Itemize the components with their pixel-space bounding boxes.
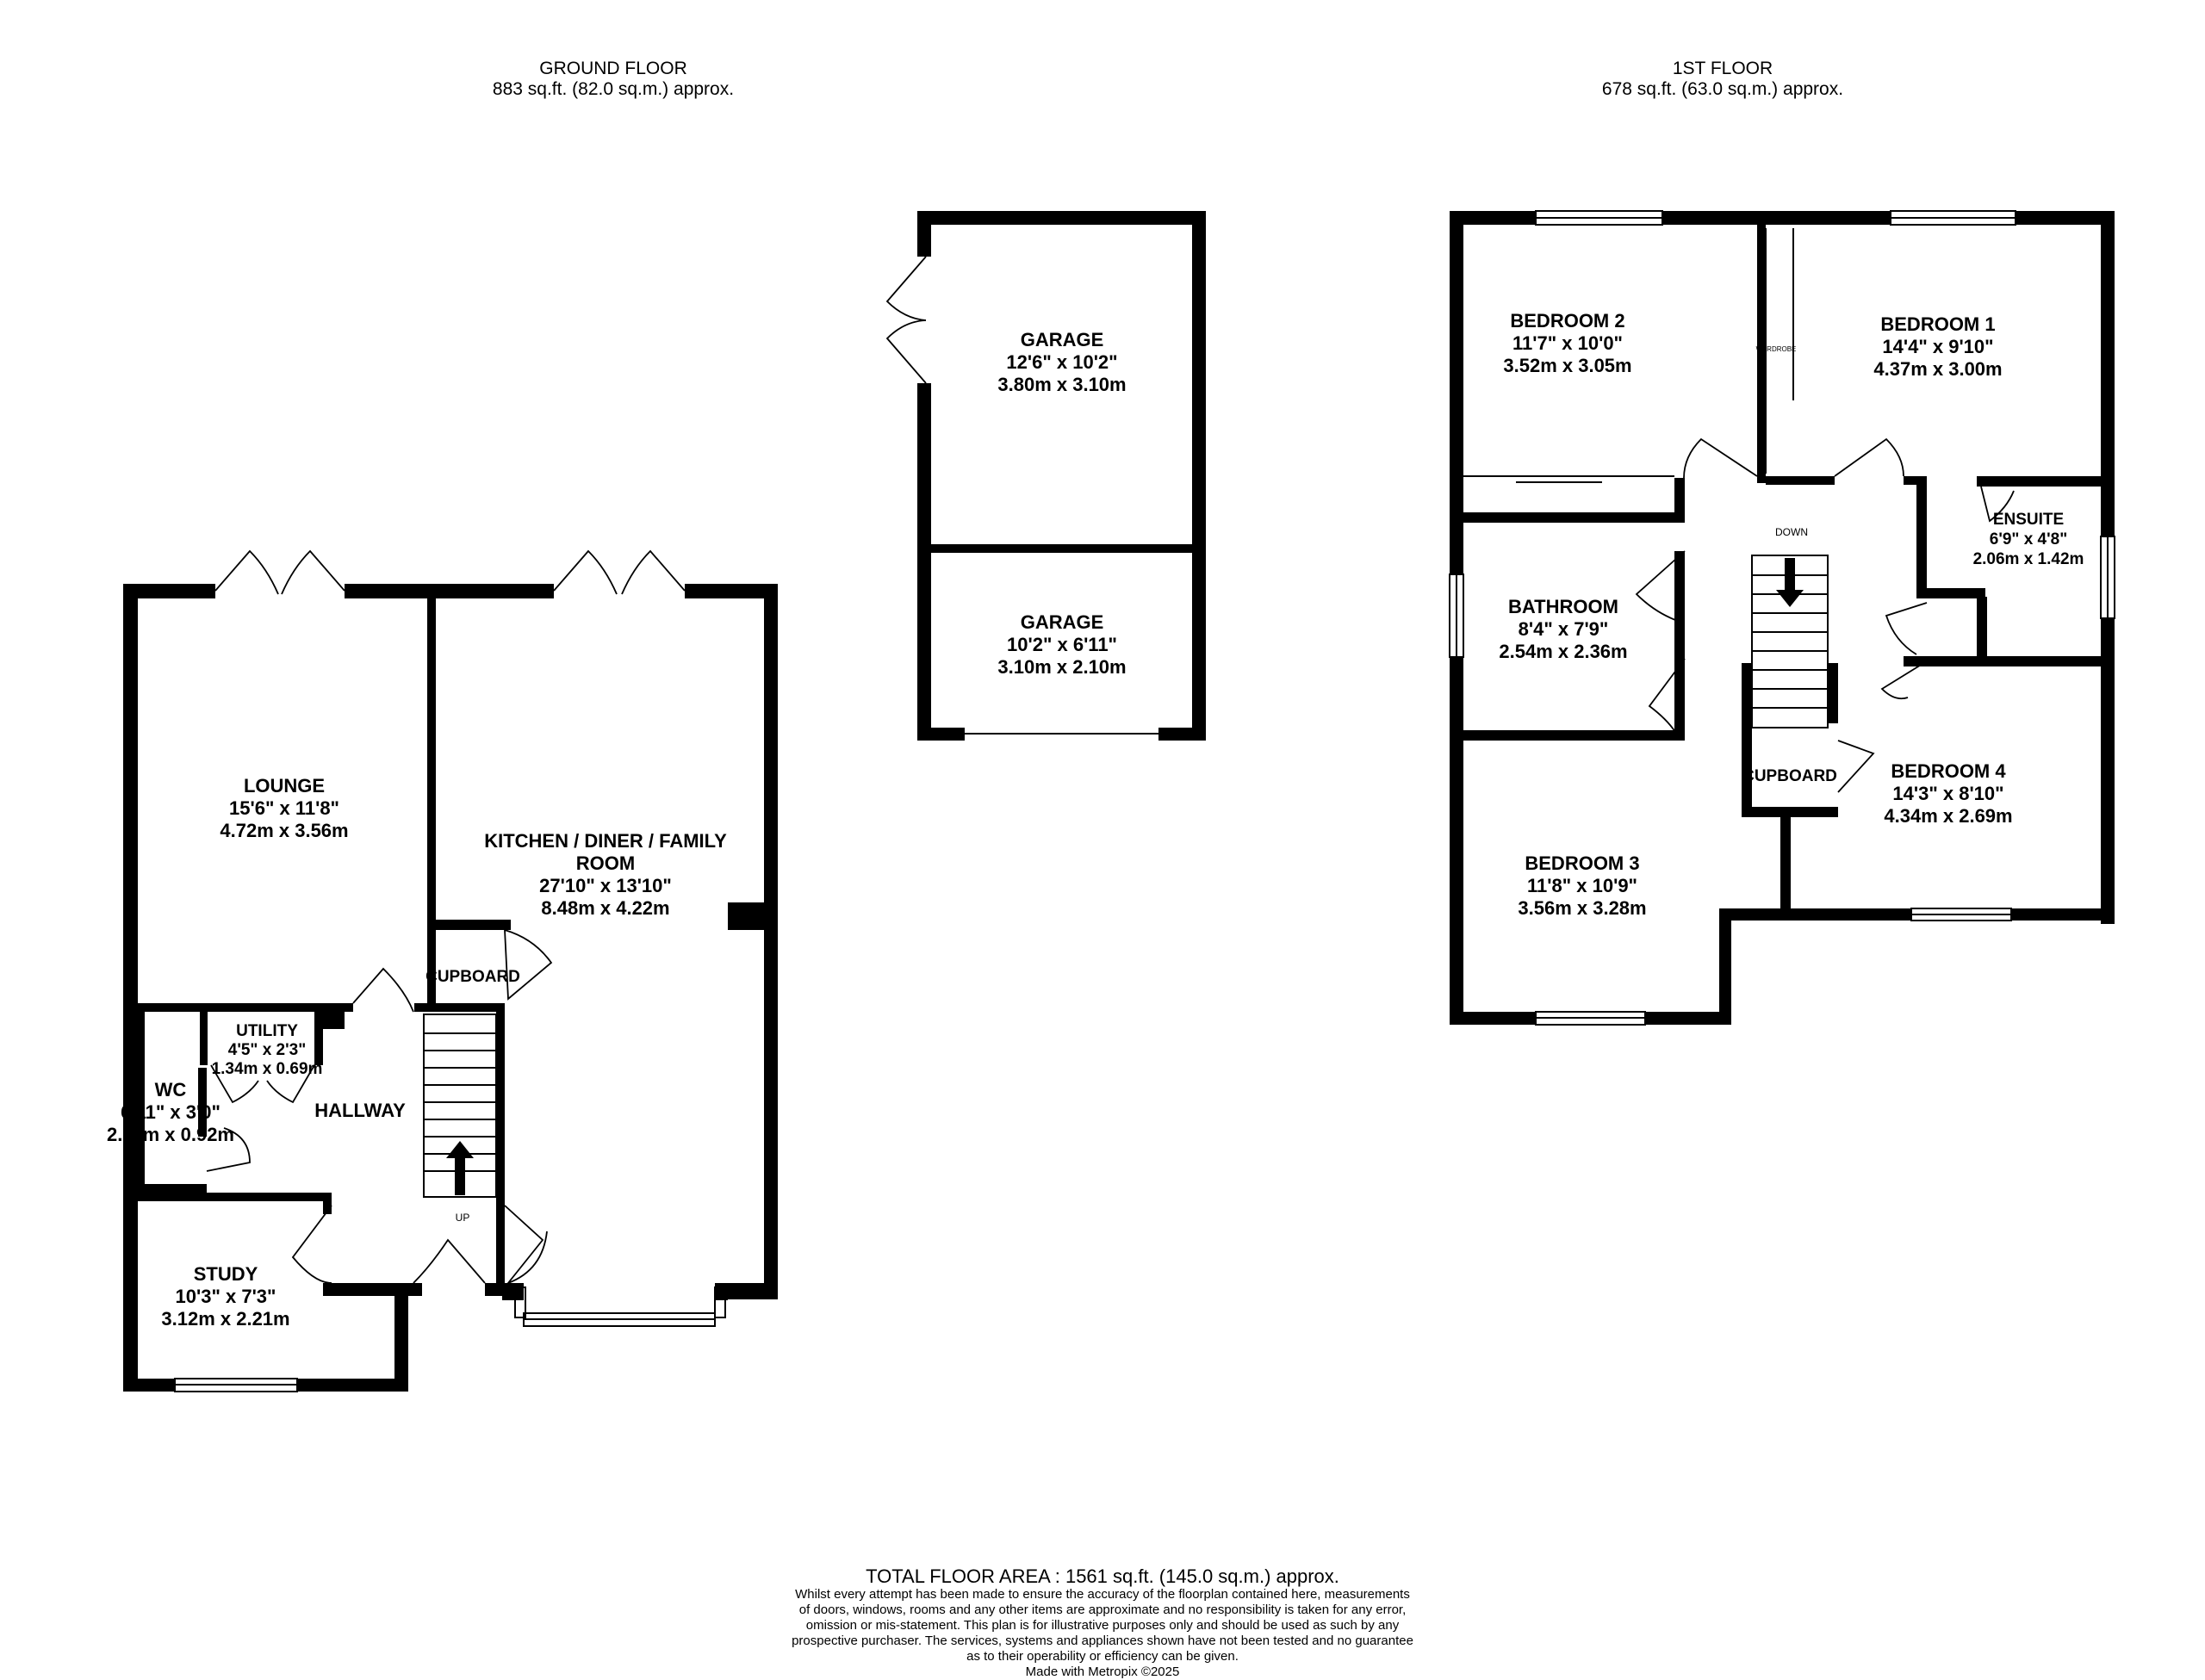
ground-floor-stairs: UP (423, 1014, 497, 1224)
ground-floor-doors (206, 549, 686, 1285)
bathroom-name: BATHROOM (1508, 596, 1618, 617)
kitchen-imperial: 27'10" x 13'10" (539, 875, 672, 896)
garage-walls (885, 211, 1206, 741)
garage2-name: GARAGE (1021, 611, 1104, 633)
wc-name: WC (155, 1079, 187, 1100)
total-floor-area: TOTAL FLOOR AREA : 1561 sq.ft. (145.0 sq… (866, 1565, 1339, 1587)
first-floor-windows (1449, 210, 2115, 1026)
utility-metric: 1.34m x 0.69m (212, 1060, 323, 1078)
first-floor-area: 678 sq.ft. (63.0 sq.m.) approx. (1602, 79, 1843, 99)
room-lounge: LOUNGE 15'6" x 11'8" 4.72m x 3.56m (220, 775, 348, 841)
bedroom3-imperial: 11'8" x 10'9" (1527, 875, 1637, 896)
lounge-name: LOUNGE (244, 775, 325, 797)
first-floor-doors (1635, 437, 2015, 793)
metropix-credit: Made with Metropix ©2025 (1026, 1665, 1180, 1679)
first-floor-header: 1ST FLOOR 678 sq.ft. (63.0 sq.m.) approx… (1602, 59, 1843, 99)
disclaimer-line: Whilst every attempt has been made to en… (795, 1587, 1410, 1602)
garage2-imperial: 10'2" x 6'11" (1007, 634, 1117, 655)
ensuite-name: ENSUITE (1993, 511, 2064, 529)
garage2-metric: 3.10m x 2.10m (997, 656, 1126, 678)
study-metric: 3.12m x 2.21m (161, 1308, 289, 1330)
kitchen-name: KITCHEN / DINER / FAMILY (484, 830, 727, 852)
room-bedroom-4: BEDROOM 4 14'3" x 8'10" 4.34m x 2.69m (1884, 760, 2012, 827)
bedroom2-imperial: 11'7" x 10'0" (1512, 332, 1623, 354)
wardrobes: WARDROBE (1463, 228, 1797, 483)
first-floor-walls (1450, 211, 2115, 1025)
kitchen-name-2: ROOM (576, 852, 635, 874)
bedroom1-name: BEDROOM 1 (1880, 313, 1995, 335)
room-bedroom-3: BEDROOM 3 11'8" x 10'9" 3.56m x 3.28m (1518, 852, 1646, 919)
disclaimer-line: as to their operability or efficiency ca… (966, 1649, 1239, 1664)
stair-down-arrow-icon (1776, 558, 1804, 607)
bedroom2-name: BEDROOM 2 (1510, 310, 1624, 332)
cupboard-ground-label: CUPBOARD (425, 968, 520, 986)
bedroom4-name: BEDROOM 4 (1891, 760, 2006, 782)
bedroom1-metric: 4.37m x 3.00m (1873, 358, 2002, 380)
wc-metric: 2.11m x 0.92m (107, 1124, 234, 1145)
garage1-imperial: 12'6" x 10'2" (1006, 351, 1117, 373)
room-utility: UTILITY 4'5" x 2'3" 1.34m x 0.69m (212, 1022, 323, 1078)
room-bathroom: BATHROOM 8'4" x 7'9" 2.54m x 2.36m (1499, 596, 1627, 662)
garage1-name: GARAGE (1021, 329, 1104, 350)
disclaimer-line: of doors, windows, rooms and any other i… (799, 1603, 1407, 1617)
bathroom-metric: 2.54m x 2.36m (1499, 641, 1627, 662)
room-bedroom-2: BEDROOM 2 11'7" x 10'0" 3.52m x 3.05m (1503, 310, 1631, 376)
wardrobe-label: WARDROBE (1756, 345, 1797, 353)
lounge-imperial: 15'6" x 11'8" (229, 797, 339, 819)
first-floor-title: 1ST FLOOR (1673, 59, 1773, 78)
disclaimer-line: omission or mis-statement. This plan is … (806, 1618, 1400, 1633)
disclaimer-line: prospective purchaser. The services, sys… (792, 1634, 1413, 1648)
hallway-name: HALLWAY (314, 1100, 406, 1121)
footer: TOTAL FLOOR AREA : 1561 sq.ft. (145.0 sq… (792, 1565, 1413, 1679)
ensuite-metric: 2.06m x 1.42m (1973, 550, 2084, 568)
ground-floor-title: GROUND FLOOR (539, 59, 687, 78)
ensuite-imperial: 6'9" x 4'8" (1990, 530, 2067, 549)
bedroom3-name: BEDROOM 3 (1525, 852, 1639, 874)
wc-imperial: 6'11" x 3'0" (121, 1101, 220, 1123)
ground-floor-header: GROUND FLOOR 883 sq.ft. (82.0 sq.m.) app… (493, 59, 734, 99)
first-floor-stairs: DOWN (1751, 526, 1829, 728)
ground-floor-windows (174, 1286, 726, 1392)
bedroom2-metric: 3.52m x 3.05m (1503, 355, 1631, 376)
room-wc: WC 6'11" x 3'0" 2.11m x 0.92m (107, 1079, 234, 1145)
room-bedroom-1: BEDROOM 1 14'4" x 9'10" 4.37m x 3.00m (1873, 313, 2002, 380)
room-garage-2: GARAGE 10'2" x 6'11" 3.10m x 2.10m (997, 611, 1126, 678)
study-name: STUDY (194, 1263, 258, 1285)
room-kitchen: KITCHEN / DINER / FAMILY ROOM 27'10" x 1… (484, 830, 727, 919)
room-ensuite: ENSUITE 6'9" x 4'8" 2.06m x 1.42m (1973, 511, 2084, 568)
room-study: STUDY 10'3" x 7'3" 3.12m x 2.21m (161, 1263, 289, 1330)
bedroom1-imperial: 14'4" x 9'10" (1882, 336, 1993, 357)
lounge-metric: 4.72m x 3.56m (220, 820, 348, 841)
ground-floor-walls (123, 584, 778, 1392)
garage1-metric: 3.80m x 3.10m (997, 374, 1126, 395)
kitchen-metric: 8.48m x 4.22m (541, 897, 669, 919)
bedroom4-metric: 4.34m x 2.69m (1884, 805, 2012, 827)
bathroom-imperial: 8'4" x 7'9" (1519, 618, 1609, 640)
bedroom4-imperial: 14'3" x 8'10" (1892, 783, 2003, 804)
stairs-up-label: UP (456, 1212, 470, 1224)
stair-up-arrow-icon (446, 1141, 474, 1195)
room-garage-1: GARAGE 12'6" x 10'2" 3.80m x 3.10m (997, 329, 1126, 395)
bedroom3-metric: 3.56m x 3.28m (1518, 897, 1646, 919)
utility-imperial: 4'5" x 2'3" (228, 1041, 306, 1059)
stairs-down-label: DOWN (1775, 526, 1808, 538)
utility-name: UTILITY (236, 1022, 298, 1040)
cupboard-first-label: CUPBOARD (1742, 767, 1837, 785)
ground-floor-area: 883 sq.ft. (82.0 sq.m.) approx. (493, 79, 734, 99)
study-imperial: 10'3" x 7'3" (176, 1286, 276, 1307)
